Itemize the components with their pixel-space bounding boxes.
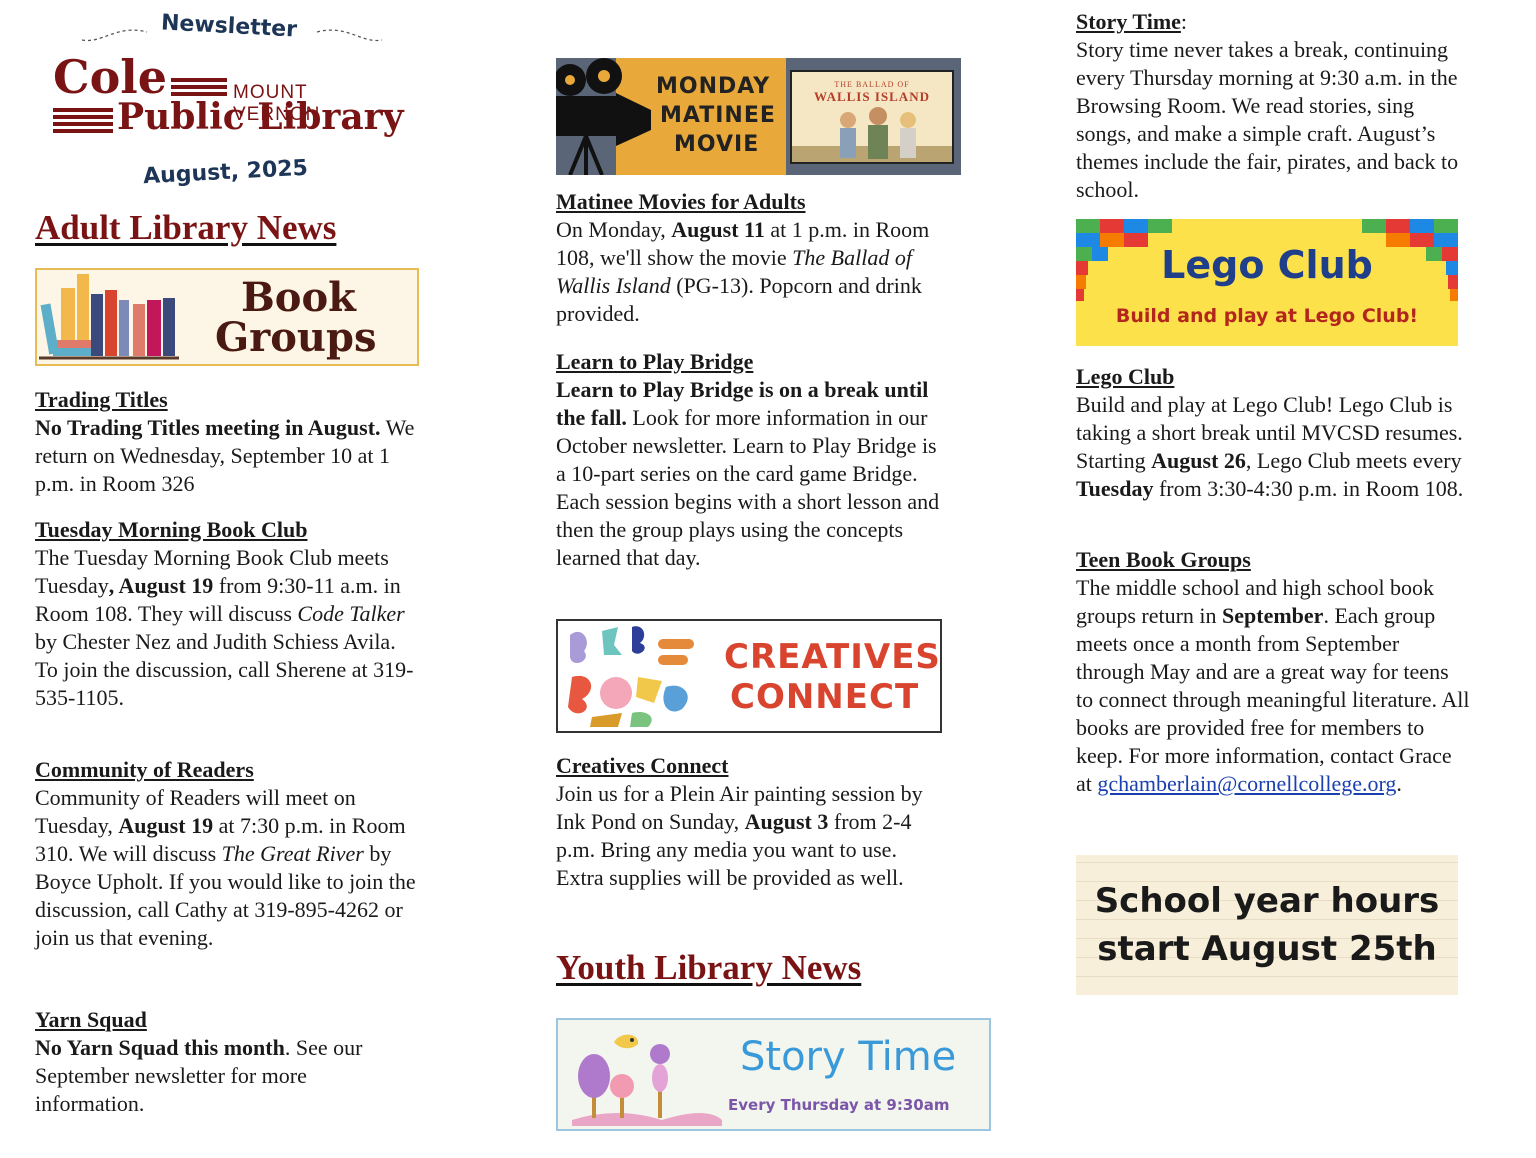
lego-title: Lego Club — [1076, 364, 1175, 389]
youth-news-title: Youth Library News — [556, 948, 862, 987]
lego-bricks-icon — [1076, 219, 1458, 301]
matinee-line3: MOVIE — [674, 132, 760, 157]
matinee-body: On Monday, August 11 at 1 p.m. in Room 1… — [556, 217, 930, 326]
storybook-trees-icon — [572, 1034, 722, 1126]
community-readers-body: Community of Readers will meet on Tuesda… — [35, 785, 416, 950]
logo-mount-vernon: MOUNT VERNON — [233, 82, 321, 125]
lego-banner-sub: Build and play at Lego Club! — [1115, 305, 1419, 327]
movie-poster: THE BALLAD OF WALLIS ISLAND — [790, 70, 954, 164]
storytime-title-row: Story Time: — [1076, 9, 1188, 34]
storytime-section: Story Time: Story time never takes a bre… — [1076, 8, 1471, 204]
school-hours-line2: start August 25th — [1097, 929, 1437, 969]
community-readers-title: Community of Readers — [35, 757, 254, 782]
matinee-line1: MONDAY — [656, 74, 771, 99]
swirl-ornament-icon — [81, 29, 383, 42]
storytime-banner: Story Time Every Thursday at 9:30am — [556, 1018, 991, 1131]
school-hours-line1: School year hours — [1094, 881, 1440, 921]
teen-section: Teen Book Groups The middle school and h… — [1076, 546, 1471, 798]
paint-shapes-icon — [568, 626, 694, 727]
trading-titles-title: Trading Titles — [35, 387, 168, 412]
book-groups-line1: Book — [241, 274, 356, 321]
book-groups-line2: Groups — [215, 314, 377, 361]
adult-news-title: Adult Library News — [35, 208, 337, 247]
community-readers-section: Community of Readers Community of Reader… — [35, 756, 420, 952]
poster-small: THE BALLAD OF — [834, 80, 910, 89]
tuesday-club-body: The Tuesday Morning Book Club meets Tues… — [35, 545, 414, 710]
creatives-title: Creatives Connect — [556, 753, 729, 778]
bridge-section: Learn to Play Bridge Learn to Play Bridg… — [556, 348, 946, 572]
trading-titles-section: Trading Titles No Trading Titles meeting… — [35, 386, 420, 498]
school-hours-banner: School year hours start August 25th — [1076, 855, 1458, 995]
logo-cole: Cole — [53, 50, 168, 104]
logo-stripes-icon — [171, 78, 227, 96]
lego-banner-title: Lego Club — [1161, 243, 1373, 287]
lego-body: Build and play at Lego Club! Lego Club i… — [1076, 392, 1464, 501]
book-groups-banner: Book Groups — [35, 268, 419, 366]
creatives-line2: CONNECT — [730, 677, 920, 717]
creatives-section: Creatives Connect Join us for a Plein Ai… — [556, 752, 946, 892]
yarn-squad-section: Yarn Squad No Yarn Squad this month. See… — [35, 1006, 420, 1118]
storytime-body: Story time never takes a break, continui… — [1076, 37, 1459, 202]
film-camera-icon — [556, 58, 786, 175]
matinee-banner: MONDAY MATINEE MOVIE THE BALLAD OF WALLI… — [556, 58, 961, 175]
teen-email-link[interactable]: gchamberlain@cornellcollege.org — [1097, 771, 1397, 796]
teen-title: Teen Book Groups — [1076, 547, 1251, 572]
tuesday-club-title: Tuesday Morning Book Club — [35, 517, 308, 542]
bridge-title: Learn to Play Bridge — [556, 349, 754, 374]
bookshelf-icon — [39, 274, 179, 360]
poster-people-icon — [792, 107, 952, 162]
storytime-banner-sub: Every Thursday at 9:30am — [728, 1096, 950, 1114]
library-logo: Cole MOUNT VERNON Public Library — [53, 50, 404, 152]
storytime-banner-title: Story Time — [740, 1034, 957, 1080]
teen-body: The middle school and high school book g… — [1076, 575, 1470, 796]
storytime-title: Story Time — [1076, 9, 1181, 34]
poster-title: WALLIS ISLAND — [814, 89, 930, 104]
logo-public-library: Public Library — [117, 96, 404, 138]
logo-books-icon — [53, 108, 113, 133]
trading-titles-body: No Trading Titles meeting in August. We … — [35, 415, 415, 496]
creatives-line1: CREATIVES — [724, 637, 941, 677]
yarn-squad-body: No Yarn Squad this month. See our Septem… — [35, 1035, 363, 1116]
yarn-squad-title: Yarn Squad — [35, 1007, 147, 1032]
matinee-line2: MATINEE — [660, 103, 776, 128]
tuesday-club-section: Tuesday Morning Book Club The Tuesday Mo… — [35, 516, 420, 712]
matinee-section: Matinee Movies for Adults On Monday, Aug… — [556, 188, 956, 328]
lego-banner: Lego Club Build and play at Lego Club! — [1076, 219, 1458, 346]
matinee-title: Matinee Movies for Adults — [556, 189, 806, 214]
creatives-banner: CREATIVES CONNECT — [556, 619, 942, 733]
lego-section: Lego Club Build and play at Lego Club! L… — [1076, 363, 1471, 503]
bridge-body: Learn to Play Bridge is on a break until… — [556, 377, 940, 570]
creatives-body: Join us for a Plein Air painting session… — [556, 781, 923, 890]
newsletter-heading: Newsletter — [77, 10, 387, 48]
newsletter-date: August, 2025 — [142, 155, 309, 190]
